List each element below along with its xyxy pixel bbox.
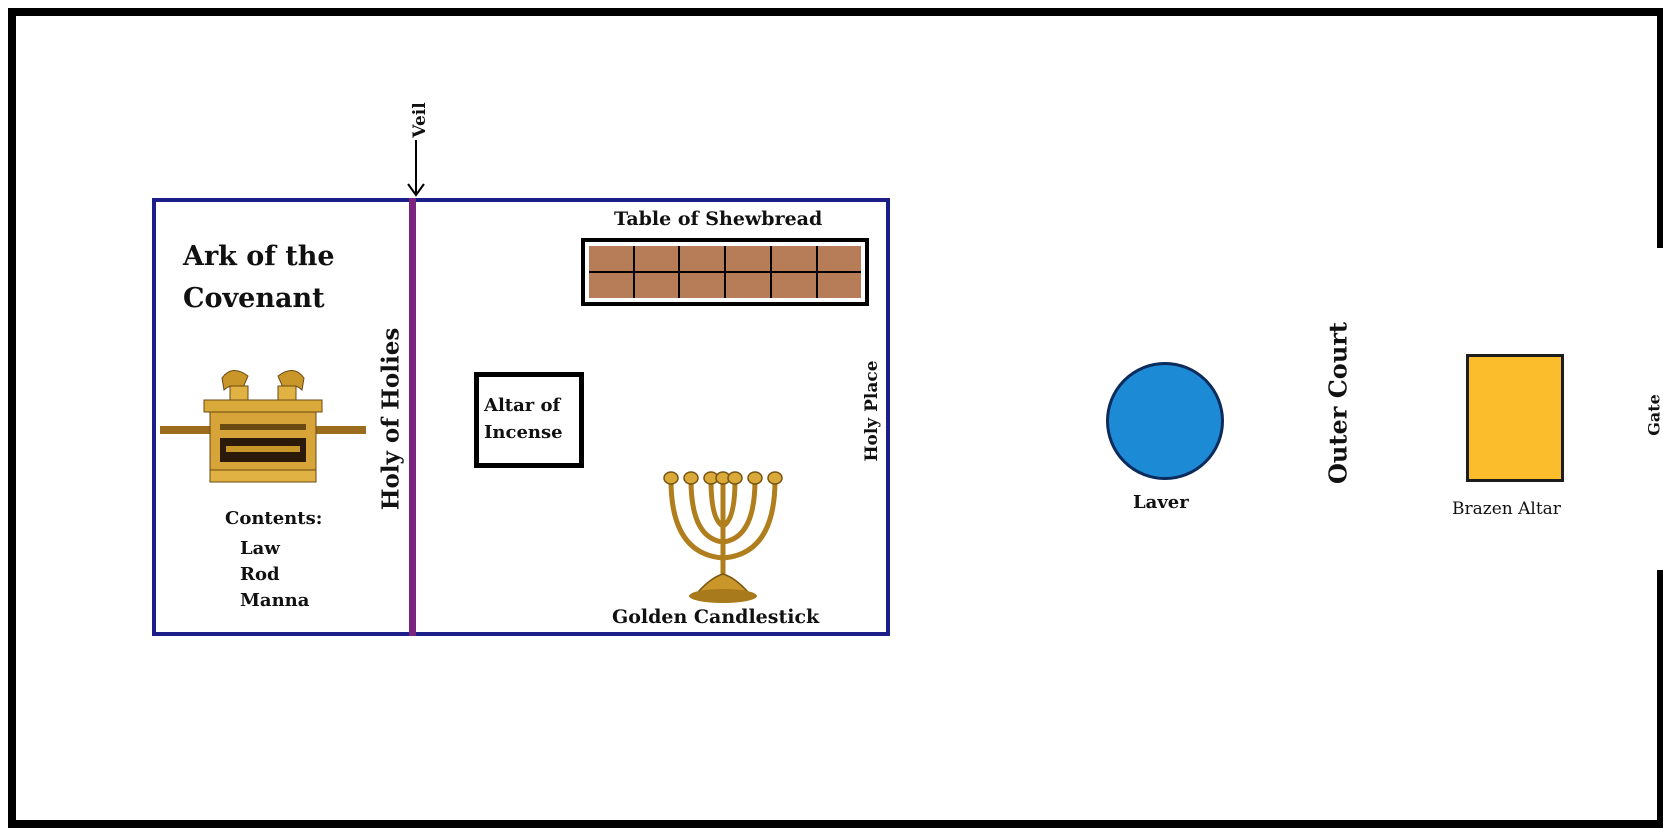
contents-title: Contents: — [225, 508, 323, 529]
outer-court-wall-right-lower — [1657, 570, 1663, 828]
contents-item-law: Law — [240, 538, 280, 559]
brazen-altar-label: Brazen Altar — [1452, 499, 1561, 519]
golden-candlestick-label: Golden Candlestick — [612, 606, 820, 628]
table-of-shewbread-label: Table of Shewbread — [614, 208, 823, 230]
holy-place-label: Holy Place — [862, 360, 882, 462]
ark-title: Ark of the Covenant — [183, 241, 335, 314]
menorah-icon — [663, 471, 783, 603]
laver-shape — [1106, 362, 1224, 480]
veil-label: Veil — [410, 102, 430, 138]
altar-of-incense-label: Altar of Incense — [484, 395, 563, 443]
table-of-shewbread-shape — [581, 238, 869, 306]
gate-label: Gate — [1644, 394, 1663, 436]
veil-divider — [409, 198, 416, 636]
contents-item-manna: Manna — [240, 590, 310, 611]
brazen-altar-shape — [1466, 354, 1564, 482]
holy-of-holies-label: Holy of Holies — [377, 327, 405, 511]
contents-list: Law Rod Manna — [240, 536, 309, 614]
laver-label: Laver — [1133, 492, 1189, 513]
outer-court-label: Outer Court — [1323, 322, 1353, 484]
outer-court-wall-bottom — [8, 820, 1663, 828]
outer-court-wall-top — [8, 8, 1663, 16]
ark-of-covenant-icon — [160, 370, 366, 483]
contents-item-rod: Rod — [240, 564, 280, 585]
arrow-down-icon — [407, 140, 425, 197]
tabernacle-outline — [152, 198, 890, 636]
outer-court-wall-right-upper — [1657, 8, 1663, 248]
altar-of-incense-box — [474, 372, 584, 468]
outer-court-wall-left — [8, 8, 16, 828]
